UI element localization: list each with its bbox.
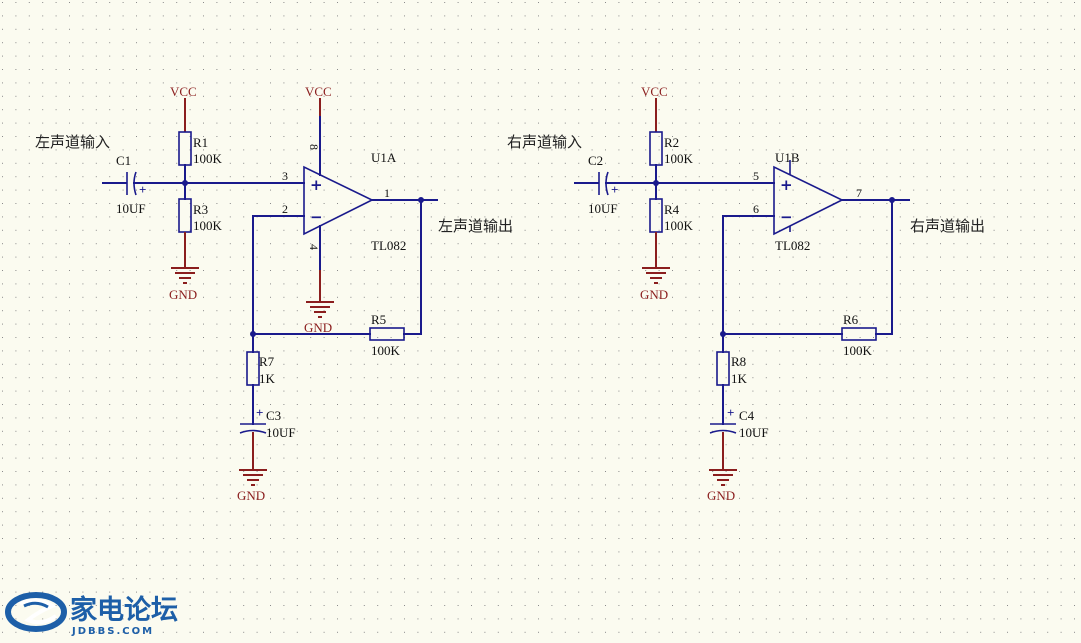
r6-ref: R6	[843, 312, 859, 327]
u1b-pin5: 5	[753, 169, 759, 183]
c4-value: 10UF	[739, 425, 769, 440]
junction-right-bias	[653, 180, 659, 186]
r8-value: 1K	[731, 371, 748, 386]
junction-left-bias	[182, 180, 188, 186]
left-input-label: 左声道输入	[35, 133, 110, 151]
r6-value: 100K	[843, 343, 873, 358]
r3-ref: R3	[193, 202, 208, 217]
r2-ref: R2	[664, 135, 679, 150]
u1a-ref: U1A	[371, 150, 397, 165]
c1-polarity-mark: +	[139, 182, 146, 197]
capacitor-c4[interactable]	[709, 423, 737, 434]
opamp-u1b[interactable]	[773, 160, 844, 236]
c3-ref: C3	[266, 408, 281, 423]
left-output-label: 左声道输出	[438, 217, 513, 235]
r1-value: 100K	[193, 151, 223, 166]
right-channel: + 右声道输入 C2 10UF VCC R2 100K R4 100K GND	[507, 84, 985, 503]
gnd-symbol-right-cap	[709, 469, 737, 486]
opamp-u1a[interactable]	[303, 165, 374, 236]
jdbbs-watermark-logo: 家电论坛 JDBBS.COM	[5, 592, 178, 637]
r3-value: 100K	[193, 218, 223, 233]
r5-ref: R5	[371, 312, 386, 327]
r7-ref: R7	[259, 354, 275, 369]
c1-ref: C1	[116, 153, 131, 168]
u1a-pin2: 2	[282, 202, 288, 216]
logo-chinese-text: 家电论坛	[70, 594, 178, 626]
c3-value: 10UF	[266, 425, 296, 440]
u1a-pin8: 8	[307, 144, 321, 150]
c2-ref: C2	[588, 153, 603, 168]
u1b-plus-sign: +	[780, 176, 793, 194]
u1a-part: TL082	[371, 238, 406, 253]
gnd-symbol-left-cap	[239, 469, 267, 486]
u1b-part: TL082	[775, 238, 810, 253]
left-channel: + 左声道输入 C1 10UF VCC R1 100K R3 100K GND	[35, 84, 513, 503]
gnd-symbol-left-bias	[171, 267, 199, 284]
logo-site-text: JDBBS.COM	[71, 626, 154, 637]
r8-ref: R8	[731, 354, 746, 369]
u1b-minus-sign: −	[780, 208, 793, 226]
gnd-label-right-cap: GND	[707, 488, 735, 503]
u1a-pin4: 4	[307, 244, 321, 250]
gnd-label-left-cap: GND	[237, 488, 265, 503]
u1b-ref: U1B	[775, 150, 800, 165]
u1a-plus-sign: +	[310, 176, 323, 194]
gnd-label-right-bias: GND	[640, 287, 668, 302]
c4-ref: C4	[739, 408, 755, 423]
r7-value: 1K	[259, 371, 276, 386]
u1b-pin6: 6	[753, 202, 759, 216]
logo-swirl-icon	[5, 592, 67, 632]
gnd-label-left-bias: GND	[169, 287, 197, 302]
right-output-label: 右声道输出	[910, 217, 985, 235]
c2-value: 10UF	[588, 201, 618, 216]
capacitor-c3[interactable]	[239, 423, 267, 434]
gnd-symbol-right-bias	[642, 267, 670, 284]
u1a-minus-sign: −	[310, 208, 323, 226]
vcc-symbol-left-bias: VCC	[170, 84, 197, 99]
vcc-symbol-right-bias: VCC	[641, 84, 668, 99]
c3-polarity-mark: +	[256, 405, 263, 420]
u1a-pin1: 1	[384, 186, 390, 200]
c1-value: 10UF	[116, 201, 146, 216]
junction-left-feedback	[250, 331, 256, 337]
gnd-label-left-opamp: GND	[304, 320, 332, 335]
r4-value: 100K	[664, 218, 694, 233]
c4-polarity-mark: +	[727, 405, 734, 420]
vcc-symbol-left-opamp: VCC	[305, 84, 332, 99]
r5-value: 100K	[371, 343, 401, 358]
gnd-symbol-left-opamp	[306, 301, 334, 318]
u1b-pin7: 7	[856, 186, 862, 200]
r2-value: 100K	[664, 151, 694, 166]
junction-right-feedback	[720, 331, 726, 337]
right-input-label: 右声道输入	[507, 133, 582, 151]
r1-ref: R1	[193, 135, 208, 150]
c2-polarity-mark: +	[611, 182, 618, 197]
r4-ref: R4	[664, 202, 680, 217]
u1a-pin3: 3	[282, 169, 288, 183]
